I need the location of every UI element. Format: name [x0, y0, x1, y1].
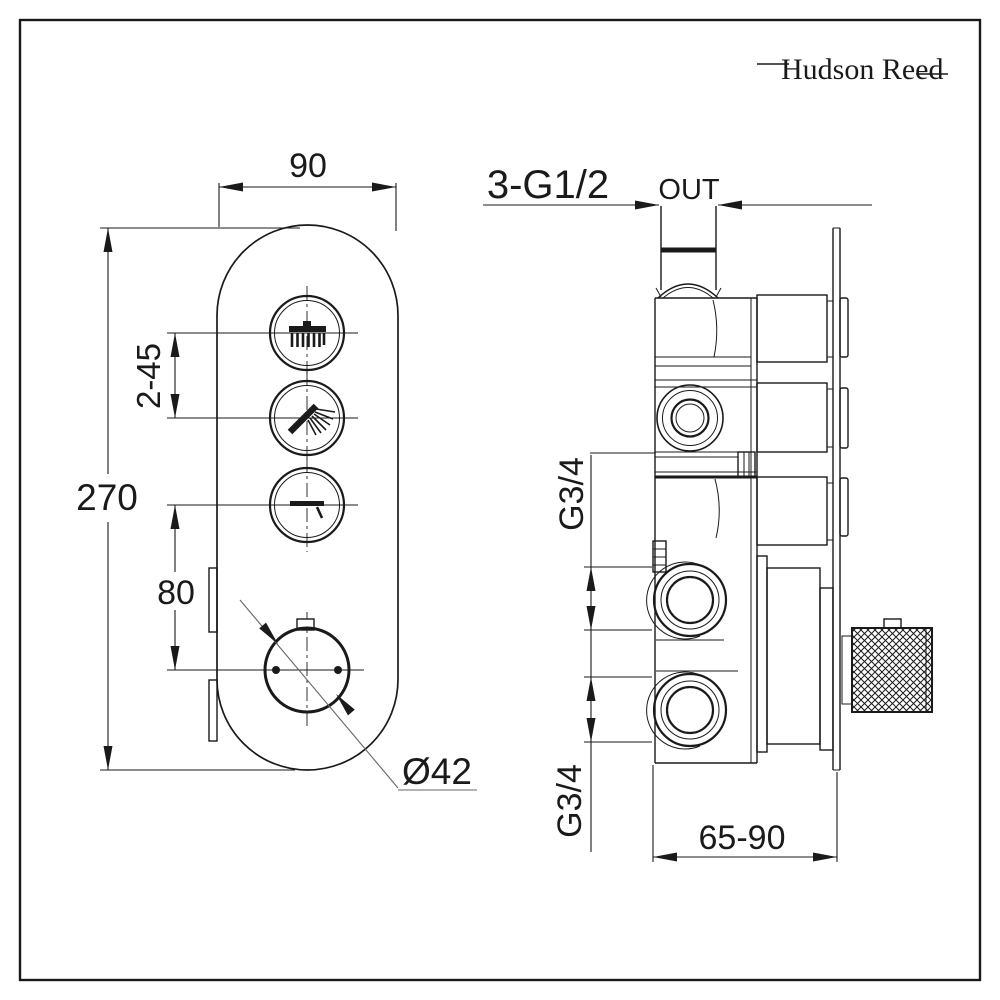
mid-port — [656, 384, 724, 452]
bottom-inlet-dimension: G3/4 — [551, 676, 652, 838]
faceplate — [216, 224, 399, 771]
arrowhead — [259, 622, 278, 644]
dial-diameter-label: Ø42 — [402, 751, 472, 792]
handle-index-tab — [883, 618, 902, 629]
arrowhead — [336, 694, 355, 716]
diverter-button-rain — [256, 286, 358, 380]
dial-dot-right — [334, 666, 342, 674]
dial-offset-dimension: 80 — [157, 504, 258, 671]
bottom-inlet-label: G3/4 — [551, 764, 589, 838]
diverter-button-handshower — [256, 371, 358, 465]
top-inlet-label: G3/4 — [553, 457, 591, 531]
rain-shower-icon — [289, 321, 326, 347]
outlets-dimension: 3-G1/2 OUT — [483, 163, 872, 210]
depth-dimension: 65-90 — [652, 765, 838, 862]
top-inlet-dimension: G3/4 — [553, 452, 655, 852]
dial-diameter-callout: Ø42 — [239, 599, 477, 792]
outlets-label: 3-G1/2 — [487, 163, 609, 207]
button-outer-ring — [268, 466, 346, 544]
out-label: OUT — [658, 174, 720, 206]
diverter-button-spout — [256, 458, 358, 552]
dial-cartridge — [756, 555, 853, 753]
button-inner-ring — [274, 385, 340, 451]
body-lug-upper — [712, 299, 718, 358]
dial-outer-ring — [263, 626, 351, 714]
width-dimension-label: 90 — [289, 147, 327, 185]
hand-shower-icon — [287, 403, 336, 436]
wall-plate — [832, 227, 841, 771]
width-dimension: 90 — [218, 147, 397, 231]
body-dome-inner — [662, 287, 714, 299]
front-view: Ø42 90 270 2-45 — [76, 147, 477, 792]
button-outer-ring — [268, 379, 346, 457]
inlet-port-lower — [646, 671, 728, 750]
button-outer-ring — [268, 294, 346, 372]
body-boss — [737, 451, 756, 478]
faceplate-tab-lower — [208, 679, 218, 742]
temperature-dial — [250, 612, 364, 729]
body-lug-lower — [714, 478, 720, 539]
button-cartridges — [756, 294, 834, 546]
faceplate-tab-upper — [208, 567, 218, 633]
dial-offset-label: 80 — [157, 574, 195, 612]
body-dome-outer — [657, 283, 719, 299]
outlet-pipe — [655, 206, 722, 299]
drawing-border — [18, 18, 982, 982]
depth-label: 65-90 — [699, 819, 786, 857]
side-view: 3-G1/2 OUT G3/4 G3/4 — [483, 163, 933, 862]
inlet-port-upper — [646, 561, 728, 640]
button-inner-ring — [274, 300, 340, 366]
button-spacing-label: 2-45 — [130, 343, 167, 409]
logo-text: Hudson Reed — [781, 53, 943, 86]
button-inner-ring — [274, 472, 340, 538]
button-spacing-dimension: 2-45 — [130, 332, 258, 419]
button-caps — [839, 297, 849, 537]
bath-spout-icon — [290, 501, 324, 519]
knurled-handle — [851, 618, 933, 713]
dial-dot-left — [272, 666, 280, 674]
height-dimension: 270 — [76, 227, 300, 771]
height-dimension-label: 270 — [76, 477, 138, 518]
brand-logo: Hudson Reed — [757, 53, 948, 86]
dial-index-tab — [296, 618, 315, 631]
